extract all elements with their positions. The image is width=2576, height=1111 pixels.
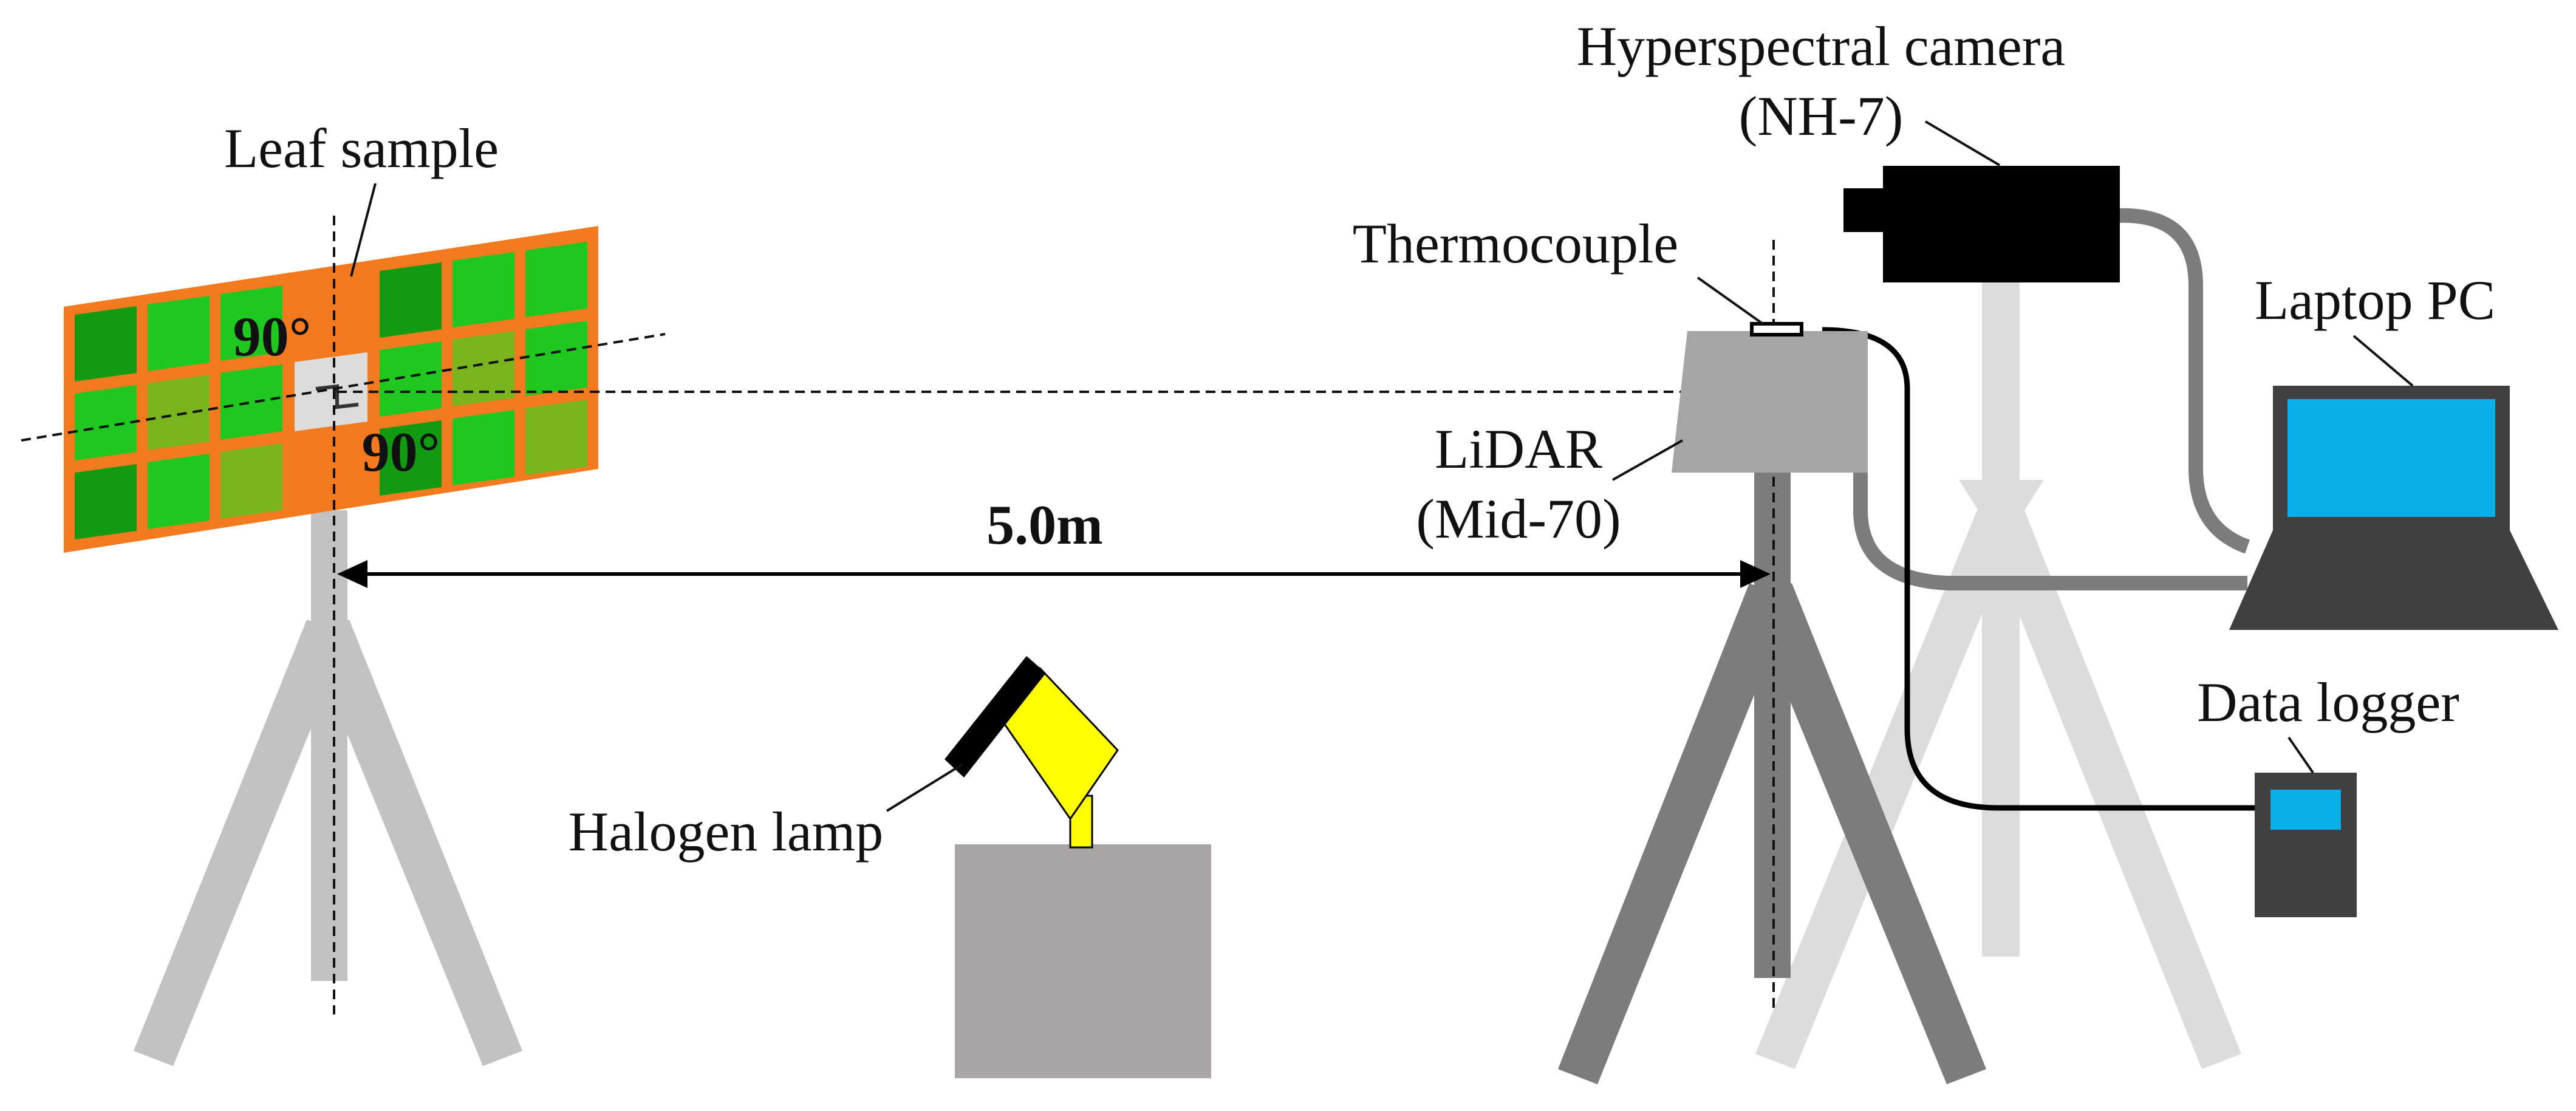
arrow-head-right	[1740, 560, 1771, 588]
laptop-base	[2229, 530, 2558, 630]
leaf-patch	[220, 364, 282, 440]
label-camera-model: (NH-7)	[1739, 85, 1904, 147]
leaf-tripod	[134, 510, 522, 1066]
data-logger	[2255, 773, 2357, 917]
logger-display	[2270, 790, 2341, 830]
leaf-patch	[380, 341, 442, 417]
leaf-patch	[453, 331, 514, 406]
leaf-patch	[220, 285, 282, 361]
label-distance: 5.0m	[986, 494, 1103, 556]
leader-thermocouple	[1696, 276, 1766, 326]
lidar-device	[1672, 322, 1868, 473]
laptop-screen	[2287, 399, 2495, 517]
camera-lens	[1843, 188, 1889, 232]
leaf-patch	[148, 375, 210, 450]
leaf-patch	[453, 252, 514, 327]
leaf-patch	[75, 464, 137, 539]
board-tilt-axis	[21, 333, 666, 442]
leaf-patch	[75, 306, 137, 381]
label-lidar-name: LiDAR	[1435, 418, 1603, 480]
table	[955, 844, 1211, 1078]
laptop-pc	[2229, 386, 2558, 630]
label-camera-name: Hyperspectral camera	[1577, 15, 2066, 77]
thermocouple-logger-cable	[1822, 327, 2255, 811]
label-thermocouple: Thermocouple	[1353, 213, 1678, 275]
leaf-patch	[525, 242, 587, 317]
leaf-patch	[380, 420, 442, 496]
camera-laptop-cable	[2116, 208, 2250, 554]
hyperspectral-camera	[1843, 166, 2120, 282]
label-angle-bottom: 90°	[362, 421, 440, 483]
label-angle-top: 90°	[233, 306, 312, 367]
leaf-patch	[525, 400, 587, 475]
arrow-head-left	[337, 560, 367, 588]
camera-body	[1883, 166, 2120, 282]
thermocouple-sensor	[1750, 322, 1803, 337]
label-halogen-lamp: Halogen lamp	[569, 801, 884, 863]
leaf-patch	[380, 262, 442, 338]
leader-lidar	[1612, 439, 1683, 481]
leaf-patch	[453, 410, 514, 485]
leaf-patch	[525, 321, 587, 396]
lidar-body	[1672, 331, 1868, 473]
right-angle-marker	[315, 384, 359, 409]
leader-halogen-lamp	[886, 763, 964, 812]
leaf-patch	[220, 443, 282, 519]
lamp-face	[945, 656, 1046, 778]
label-lidar-model: (Mid-70)	[1416, 488, 1621, 550]
label-laptop: Laptop PC	[2255, 269, 2495, 331]
label-data-logger: Data logger	[2197, 671, 2459, 733]
leaf-patch	[75, 385, 137, 460]
target-patch	[295, 352, 367, 431]
leaf-sample-board	[64, 226, 598, 553]
leaf-patch	[148, 296, 210, 371]
label-leaf-sample: Leaf sample	[224, 117, 499, 179]
halogen-lamp-setup	[945, 656, 1211, 1078]
leader-lines	[350, 120, 2414, 812]
leader-camera	[1924, 120, 2001, 166]
leader-laptop	[2352, 335, 2414, 387]
camera-tripod	[1755, 279, 2241, 1069]
leader-leaf-sample	[350, 183, 377, 277]
lidar-laptop-cable	[1853, 468, 2247, 590]
leaf-patch	[148, 454, 210, 529]
cables	[1822, 208, 2255, 811]
distance-arrow	[337, 560, 1771, 588]
leader-data-logger	[2287, 736, 2314, 774]
